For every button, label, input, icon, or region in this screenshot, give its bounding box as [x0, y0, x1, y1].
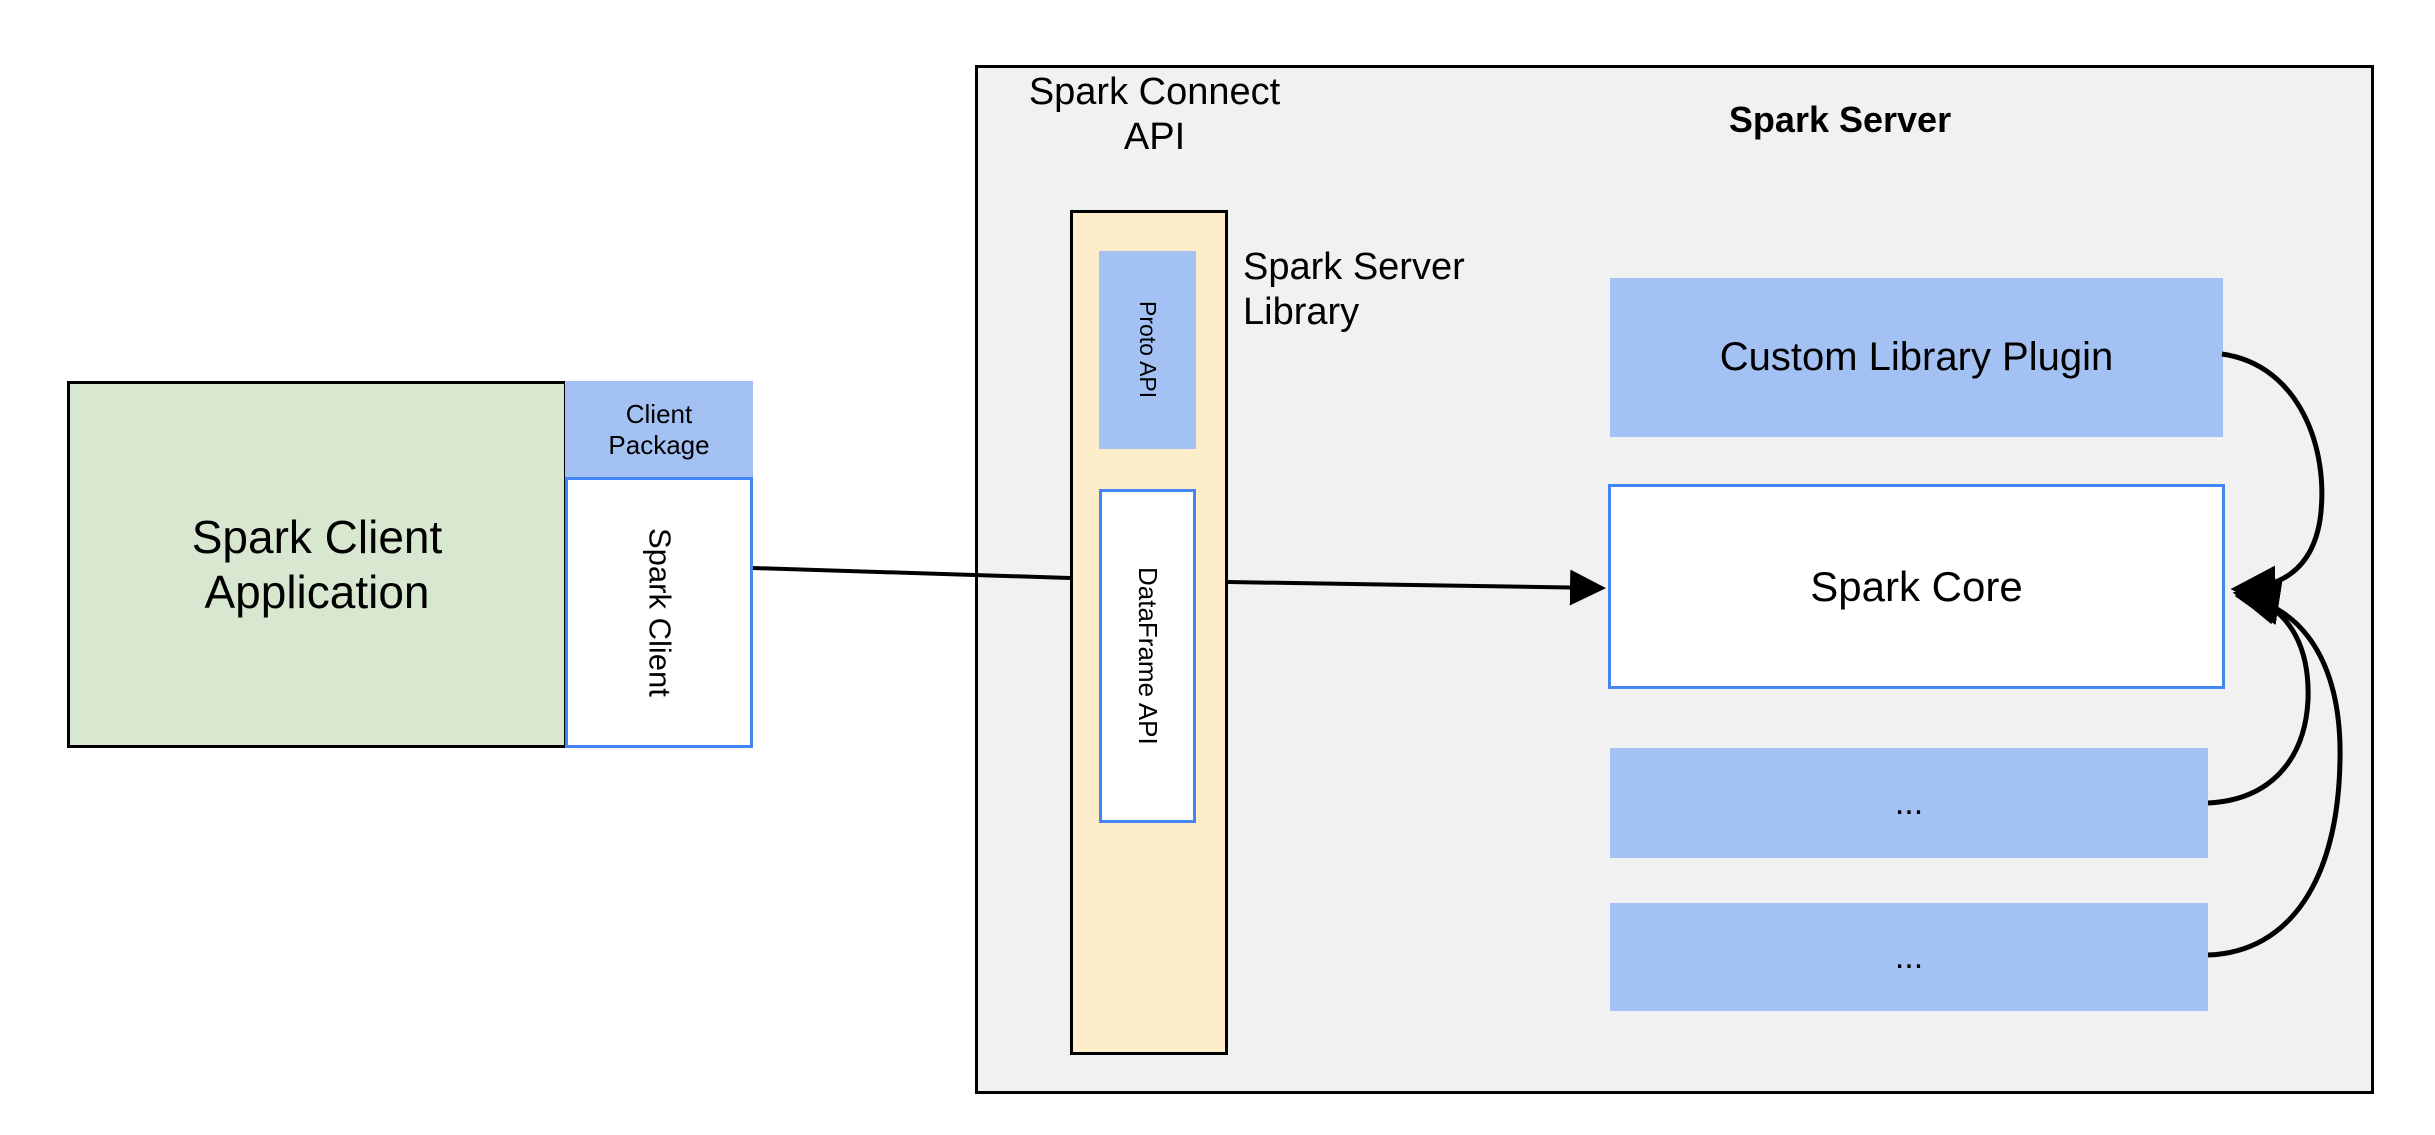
client-package-label-line2: Package	[608, 429, 710, 460]
spark-connect-api-label-line1: Spark Connect	[1028, 71, 1281, 113]
spark-client-label: Spark Client	[642, 528, 678, 697]
spark-connect-api-label: Spark Connect API	[1012, 66, 1297, 158]
spark-server-library-label-line2: Library	[1243, 290, 1360, 333]
plugin-placeholder-label-1: ...	[1894, 783, 1924, 822]
dataframe-api-box[interactable]: DataFrame API	[1099, 489, 1196, 823]
spark-server-library-label-line1: Spark Server	[1243, 246, 1465, 288]
custom-library-plugin-label: Custom Library Plugin	[1719, 334, 2114, 379]
spark-server-library-label: Spark Server Library	[1243, 245, 1503, 345]
spark-client-application-box[interactable]: Spark Client Application	[67, 381, 567, 748]
plugin-placeholder-box-2[interactable]: ...	[1610, 903, 2208, 1011]
plugin-placeholder-label-2: ...	[1894, 937, 1924, 976]
custom-library-plugin-box[interactable]: Custom Library Plugin	[1610, 278, 2223, 437]
client-package-label-line1: Client	[625, 398, 693, 429]
spark-core-box[interactable]: Spark Core	[1608, 484, 2225, 689]
proto-api-label: Proto API	[1135, 301, 1162, 399]
client-package-box[interactable]: Client Package	[565, 381, 753, 478]
spark-server-title: Spark Server	[1728, 98, 1952, 140]
spark-client-box[interactable]: Spark Client	[565, 477, 753, 748]
plugin-placeholder-box-1[interactable]: ...	[1610, 748, 2208, 858]
spark-client-application-label-line2: Application	[204, 565, 430, 618]
spark-core-label: Spark Core	[1810, 562, 2023, 610]
dataframe-api-label: DataFrame API	[1132, 567, 1163, 745]
proto-api-box[interactable]: Proto API	[1099, 251, 1196, 449]
spark-connect-api-label-line2: API	[1123, 115, 1186, 158]
spark-client-application-label-line1: Spark Client	[191, 511, 443, 564]
